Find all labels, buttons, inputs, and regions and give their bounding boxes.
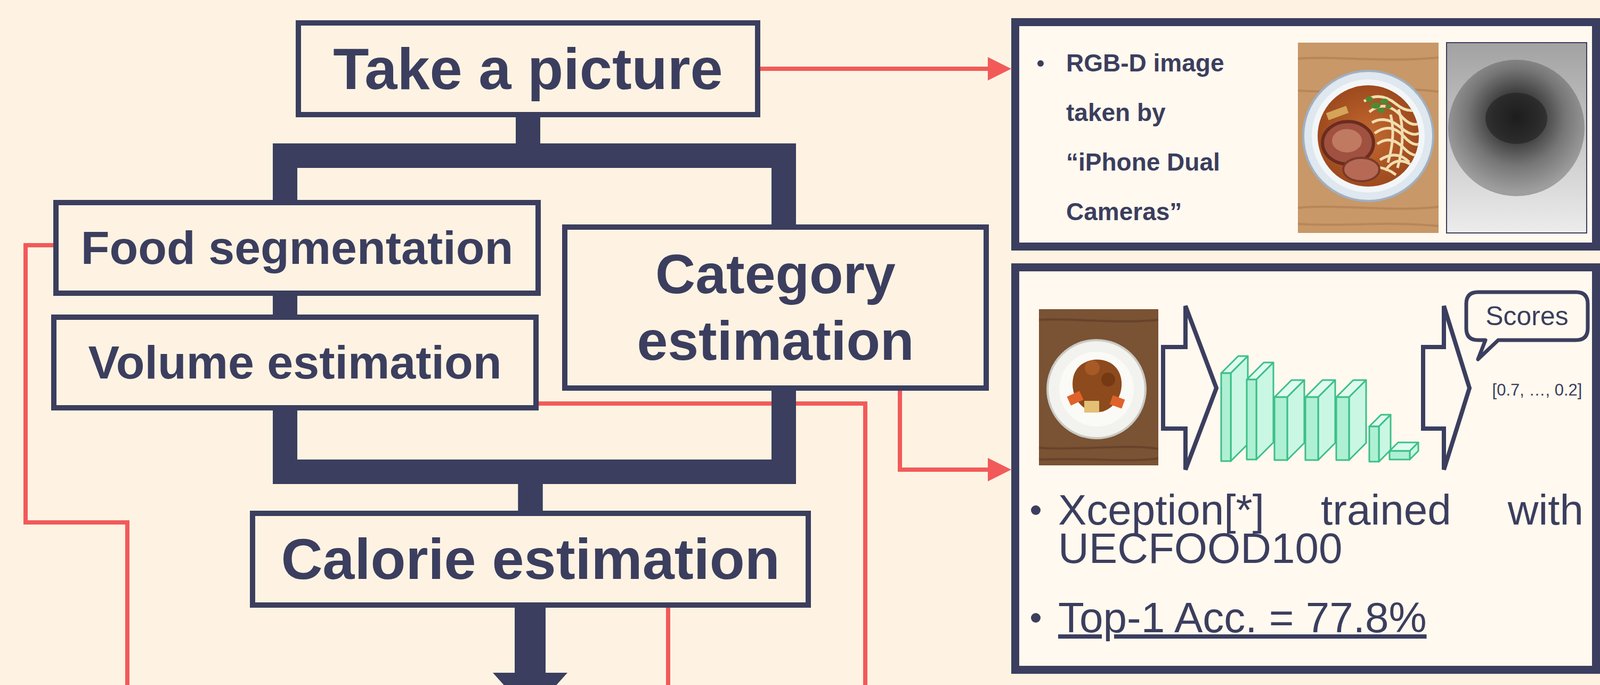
cnn-layer (1256, 362, 1274, 460)
panel-ground (1011, 18, 1600, 251)
node-text: Volume estimation (88, 334, 502, 391)
cnn-layer (1305, 396, 1319, 460)
cnn-layer (1369, 426, 1379, 462)
depth-map (1448, 59, 1585, 197)
process-box: Take a picture (295, 20, 761, 118)
food-photo (1084, 400, 1100, 413)
food-photo (1038, 319, 1159, 460)
flow-connector (272, 295, 298, 315)
ramen-photo (1370, 102, 1381, 109)
food-photo (1047, 339, 1146, 438)
food-photo (1059, 351, 1134, 427)
cnn-layer (1336, 396, 1350, 460)
flow-connector (530, 390, 785, 511)
ramen-photo (1365, 96, 1392, 113)
flow-connector (528, 117, 784, 225)
ramen-photo (1317, 85, 1419, 187)
bullet-mark (1030, 612, 1041, 623)
node-text: Top-1 Acc. = 77.8% (1058, 598, 1584, 637)
bullet-mark (1030, 505, 1041, 515)
process-box: Calorie estimation (249, 510, 811, 608)
cnn-layer (1287, 379, 1305, 460)
ramen-photo (1379, 98, 1389, 104)
flow-connector (285, 410, 531, 511)
arrow-connector (760, 66, 996, 71)
process-box: Category estimation (562, 224, 989, 391)
depth-map (1485, 92, 1548, 144)
node-text: Food segmentation (80, 219, 514, 276)
detail-panel: RGB-D image taken by “iPhone Dual Camera… (1011, 18, 1600, 251)
flow-arrow (492, 607, 568, 685)
ramen-photo (1377, 107, 1385, 113)
cnn-layer (1221, 355, 1419, 462)
process-box: Food segmentation (53, 199, 541, 296)
flow-arrow (492, 672, 568, 685)
output-line (666, 607, 671, 685)
ramen-photo (1311, 79, 1425, 193)
panel-ground (1011, 263, 1600, 674)
value-note: [0.7, …, 0.2] (1492, 380, 1583, 400)
food-photo (1101, 372, 1116, 387)
cnn-layer (1318, 379, 1336, 460)
ramen-photo (1332, 128, 1362, 153)
cnn-layer (1274, 396, 1288, 460)
node-text: Category estimation (578, 240, 973, 375)
cnn-layer (1246, 379, 1257, 460)
panel-ground (1011, 18, 1600, 674)
process-box: Volume estimation (51, 314, 539, 411)
cnn-layer (1221, 372, 1231, 461)
ramen-photo (1297, 42, 1439, 233)
flow-connector (285, 117, 529, 200)
cnn-layer (1389, 450, 1410, 460)
cnn-layer (1349, 379, 1367, 460)
ramen-photo (1297, 42, 1439, 233)
ramen-photo (1343, 157, 1380, 182)
flow-arrow (514, 607, 546, 675)
output-line (25, 245, 128, 685)
node-text: Scores (1485, 300, 1569, 332)
ramen-photo (1303, 70, 1434, 201)
depth-map (1446, 42, 1587, 233)
flow-chevron (1163, 305, 1217, 470)
cnn-layer (1409, 442, 1419, 460)
flow-chevron (1423, 305, 1470, 470)
food-photo (1109, 394, 1126, 409)
ramen-photo (1326, 106, 1349, 121)
ramen-photo (1385, 104, 1392, 109)
ramen-photo (1369, 106, 1428, 125)
ramen-photo (1397, 109, 1403, 168)
food-photo (1066, 390, 1084, 405)
food-photo (1038, 309, 1159, 466)
ramen-photo (1297, 57, 1439, 226)
node-text: Calorie estimation (280, 524, 780, 594)
node-text: Take a picture (333, 33, 724, 104)
cnn-layer (1230, 355, 1248, 461)
bullet-mark (1037, 60, 1044, 67)
ramen-photo (1387, 114, 1393, 163)
food-photo (1038, 309, 1159, 466)
depth-map (1446, 42, 1587, 233)
node-text: RGB-D image taken by “iPhone Dual Camera… (1066, 38, 1258, 237)
bubble-outline (1466, 291, 1588, 360)
arrow-connector (899, 390, 996, 470)
flow-chevron (1163, 305, 1470, 470)
detail-panel: ScoresXception[*] trained with UECFOOD10… (1011, 263, 1600, 674)
node-text: Xception[*] trained with UECFOOD100 (1058, 490, 1584, 568)
ramen-photo (1365, 96, 1374, 102)
speech-bubble: Scores (1464, 289, 1590, 343)
food-photo (1084, 360, 1100, 376)
